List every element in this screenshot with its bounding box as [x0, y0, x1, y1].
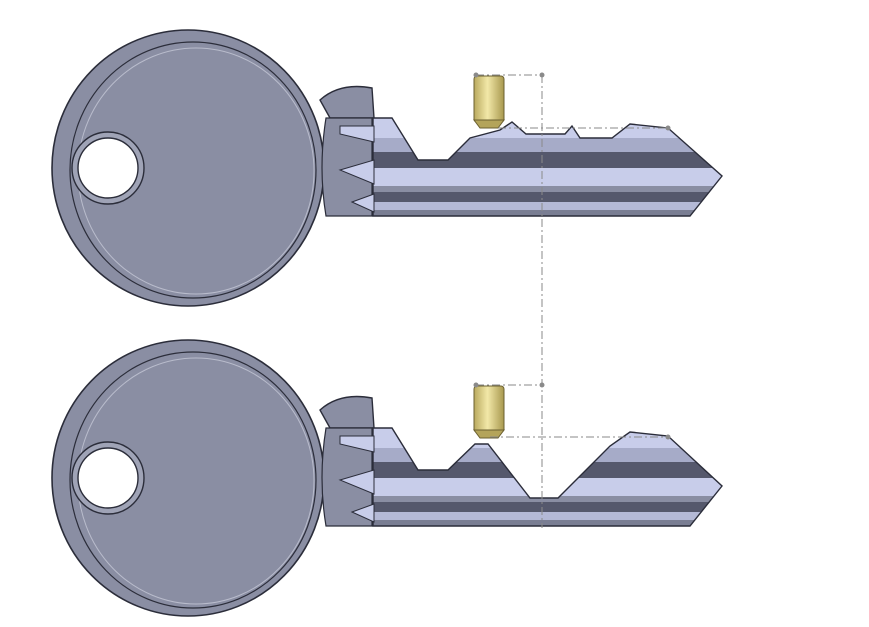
key-bow: [51, 339, 375, 617]
pin-bottom: [473, 385, 505, 439]
key-ring-hole: [77, 447, 139, 509]
guide-points: [473, 72, 671, 440]
key-bottom: [51, 339, 723, 617]
key-blade: [338, 117, 723, 217]
key-ring-hole: [77, 137, 139, 199]
key-top: [51, 29, 723, 307]
guide-lines: [476, 74, 668, 528]
pin-top: [473, 75, 505, 129]
key-bow: [51, 29, 375, 307]
